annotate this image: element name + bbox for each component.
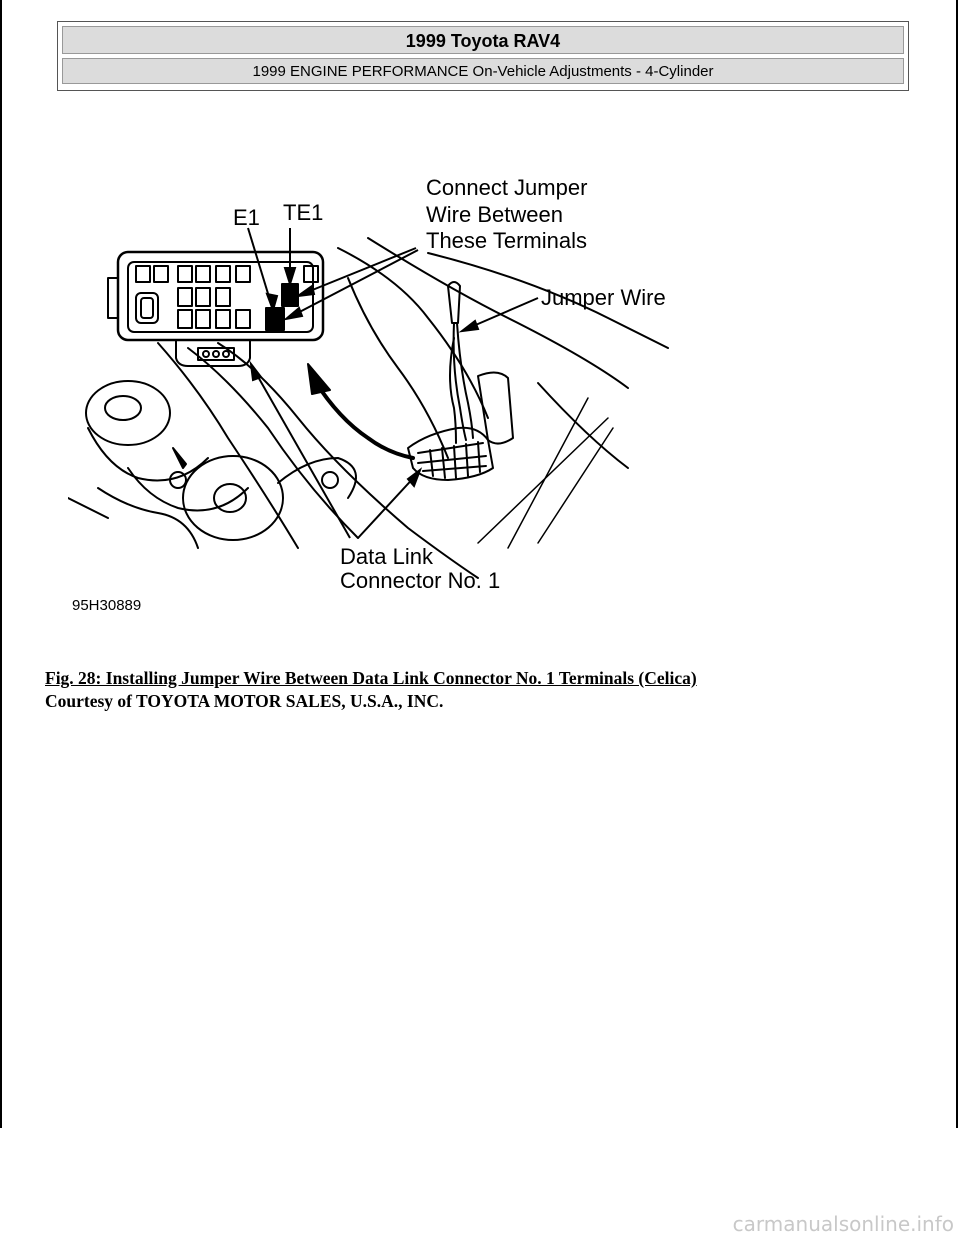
- figure-credit: Courtesy of TOYOTA MOTOR SALES, U.S.A., …: [45, 691, 444, 711]
- figure-caption: Fig. 28: Installing Jumper Wire Between …: [45, 668, 697, 688]
- label-te1: TE1: [283, 200, 323, 225]
- watermark-text: carmanualsonline.info: [732, 1212, 954, 1236]
- watermark-area: carmanualsonline.info: [0, 1128, 960, 1242]
- header-title: 1999 Toyota RAV4: [62, 26, 904, 54]
- label-e1: E1: [233, 205, 260, 230]
- page-frame: [0, 0, 958, 1128]
- connector-illustration: E1 TE1 Connect Jumper Wire Between These…: [68, 175, 669, 614]
- header-subtitle: 1999 ENGINE PERFORMANCE On-Vehicle Adjus…: [62, 58, 904, 84]
- label-connect-line1: Connect Jumper: [426, 175, 587, 200]
- label-figure-id: 95H30889: [72, 597, 141, 614]
- label-dlc-line2: Connector No. 1: [340, 568, 500, 593]
- label-jumper-wire: Jumper Wire: [541, 285, 666, 310]
- page-header: 1999 Toyota RAV4 1999 ENGINE PERFORMANCE…: [57, 21, 909, 91]
- label-connect-line2: Wire Between: [426, 202, 563, 227]
- label-dlc-line1: Data Link: [340, 544, 434, 569]
- label-connect-line3: These Terminals: [426, 228, 587, 253]
- figure-diagram: E1 TE1 Connect Jumper Wire Between These…: [68, 168, 708, 623]
